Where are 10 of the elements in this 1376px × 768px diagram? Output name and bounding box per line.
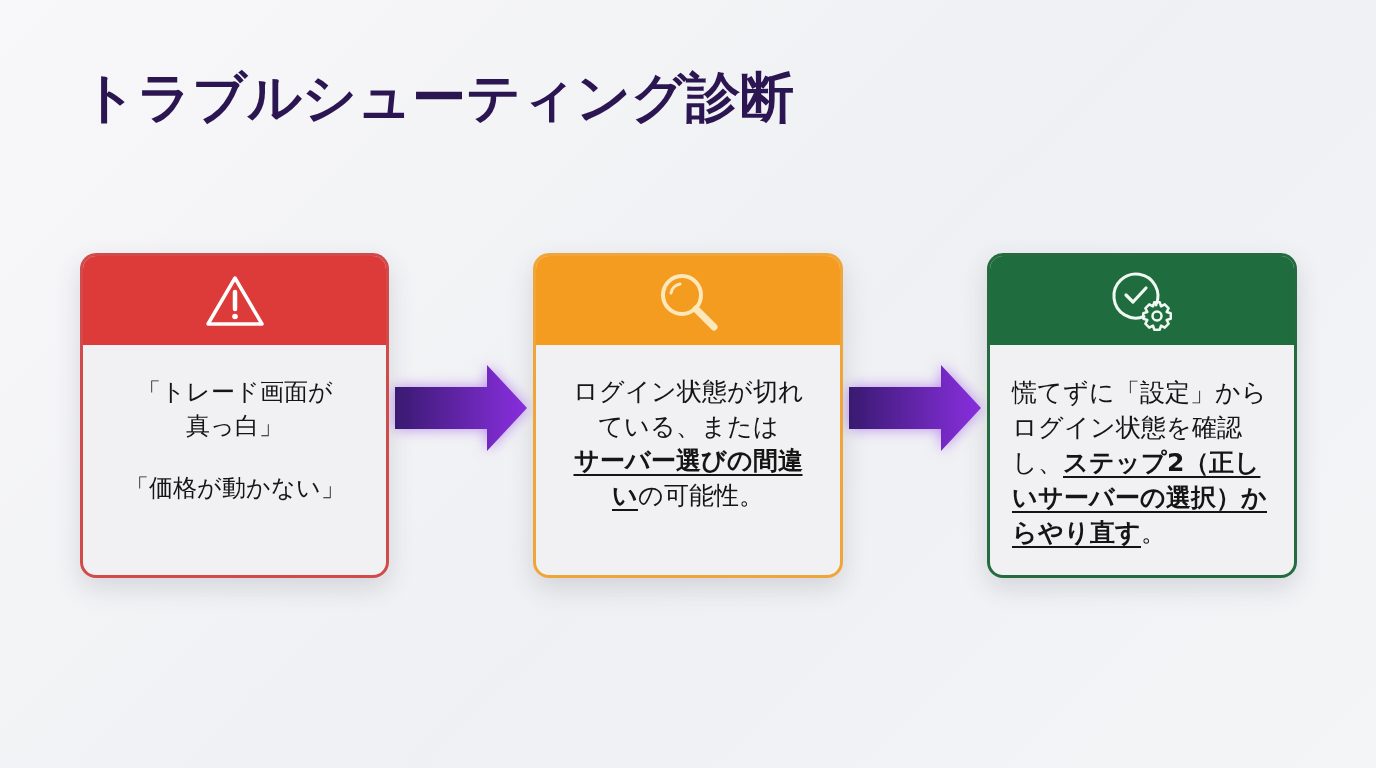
process-card: [80, 253, 389, 578]
title: トラブルシューティング診断: [82, 65, 794, 131]
arrow: [395, 365, 527, 451]
process-card: [533, 253, 843, 578]
process-card: [987, 253, 1297, 578]
arrow: [849, 365, 981, 451]
card-text: 「トレード画面が真っ白」: [135, 377, 334, 442]
card-text: 慌てずに「設定」からログイン状態を確認し、ステップ2（正しいサーバーの選択）からやり直す。: [1012, 377, 1268, 549]
card-text: 「価格が動かない」: [123, 473, 346, 504]
card-text: ログイン状態が切れている、またはサーバー選びの間違いの可能性。: [572, 376, 804, 512]
